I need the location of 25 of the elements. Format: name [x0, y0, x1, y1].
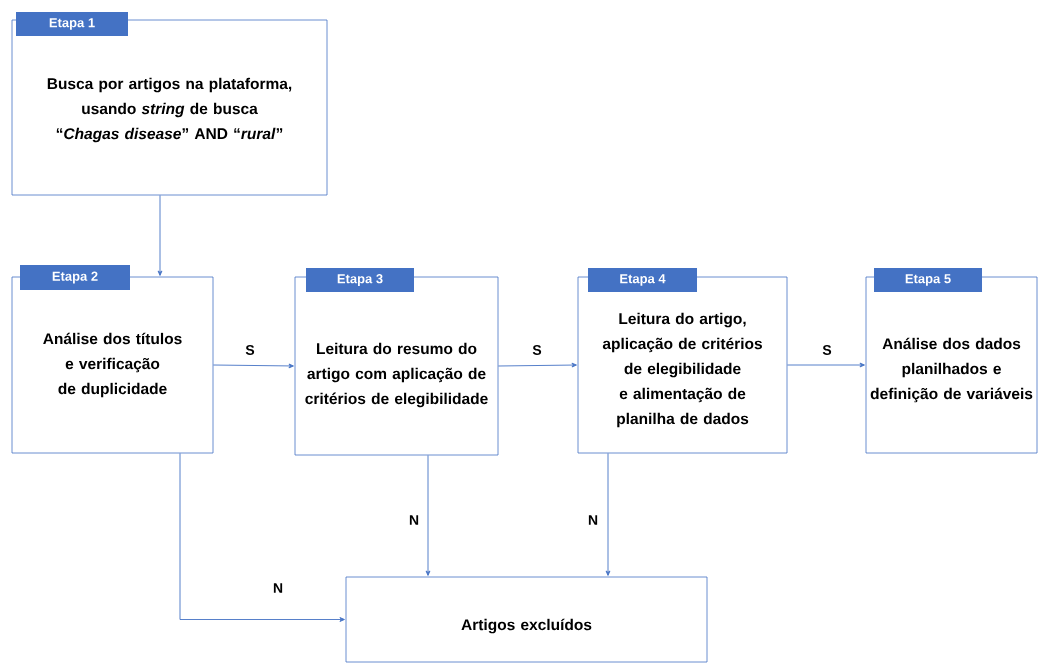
step-tab: Etapa 4 — [588, 268, 697, 292]
box-text: Leitura do resumo do artigo com aplicação de critérios de elegibilidade — [305, 342, 488, 408]
arrow — [605, 452, 611, 576]
edge-label: N — [588, 515, 598, 525]
process-box — [345, 576, 708, 663]
arrow — [425, 454, 431, 576]
box-text: Artigos excluídos — [461, 618, 592, 634]
box-text: Busca por artigos na plataforma, usando string de busca “Chagas disease” AND “rural” — [47, 77, 292, 143]
edge-label: N — [409, 515, 419, 525]
step-tab: Etapa 3 — [306, 268, 414, 292]
step-tab: Etapa 2 — [20, 265, 130, 290]
arrow — [157, 194, 163, 276]
edge-label: S — [822, 345, 832, 355]
edge-label: S — [245, 345, 255, 355]
step-tab: Etapa 5 — [874, 268, 982, 292]
box-text: Leitura do artigo, aplicação de critérios de elegibilidade e alimentação de planilha de dados — [602, 312, 762, 428]
arrow — [179, 452, 345, 622]
arrow — [497, 362, 577, 368]
box-text: Análise dos títulos e verificação de duplicidade — [43, 332, 182, 398]
arrow — [786, 362, 865, 368]
edge-label: N — [273, 583, 283, 593]
step-tab: Etapa 1 — [16, 12, 128, 36]
edge-label: S — [532, 345, 542, 355]
arrow — [212, 363, 294, 369]
box-text: Análise dos dados planilhados e definição de variáveis — [870, 337, 1033, 403]
